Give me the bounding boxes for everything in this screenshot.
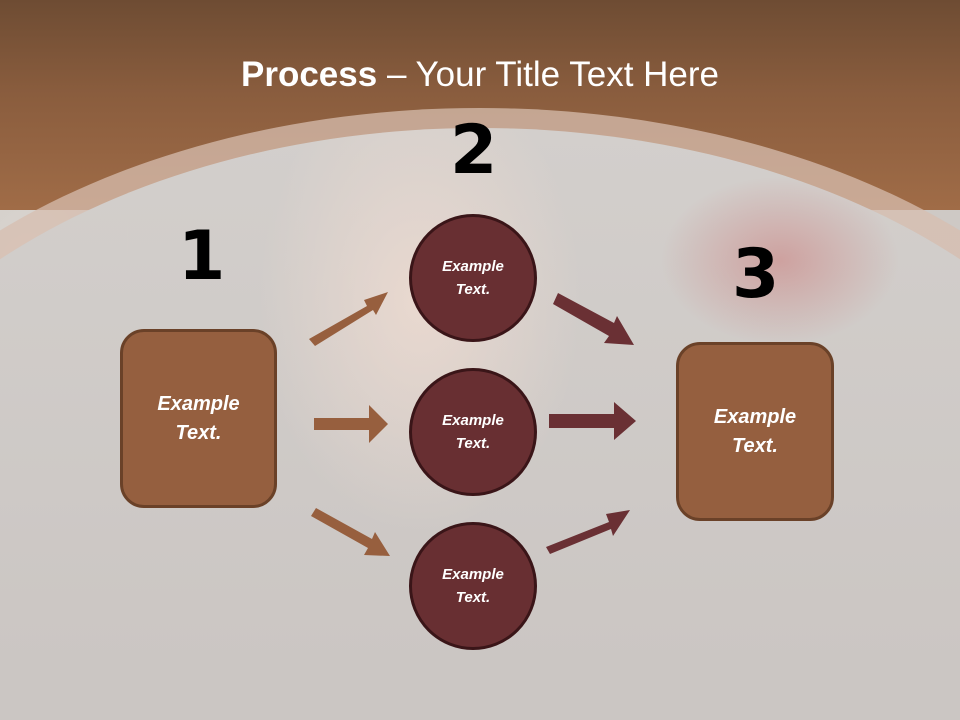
arrow-up-right-icon <box>309 292 388 346</box>
circle-3-label-line2: Text. <box>455 589 491 606</box>
title-bold: Process <box>241 55 378 94</box>
step-1-box[interactable]: Example Text. <box>120 329 277 508</box>
step-number-2: 2 <box>450 111 498 190</box>
step-number-1: 1 <box>178 217 226 296</box>
circle-1-label-line2: Text. <box>455 281 491 298</box>
step-3-label-line1: Example <box>713 405 797 428</box>
circle-1-label-line1: Example <box>442 258 504 275</box>
step-3-label-line2: Text. <box>732 434 778 457</box>
step-2-circle-middle[interactable]: Example Text. <box>409 368 537 496</box>
step-2-circle-bottom[interactable]: Example Text. <box>409 522 537 650</box>
arrow-down-right-icon <box>553 293 634 345</box>
step-1-label-line2: Text. <box>175 421 222 444</box>
arrow-down-right-icon <box>311 508 390 556</box>
step-3-box[interactable]: Example Text. <box>676 342 834 521</box>
circle-3-label-line1: Example <box>442 566 504 583</box>
slide-title[interactable]: Process – Your Title Text Here <box>0 50 960 100</box>
circle-2-label-line1: Example <box>442 412 504 429</box>
step-2-circle-top[interactable]: Example Text. <box>409 214 537 342</box>
arrow-up-right-icon <box>546 510 630 554</box>
arrow-right-icon <box>314 405 388 443</box>
title-rest: – Your Title Text Here <box>377 55 719 94</box>
step-1-label-line1: Example <box>157 392 240 415</box>
step-number-3: 3 <box>732 235 780 314</box>
arrow-right-icon <box>549 402 636 440</box>
circle-2-label-line2: Text. <box>455 435 491 452</box>
